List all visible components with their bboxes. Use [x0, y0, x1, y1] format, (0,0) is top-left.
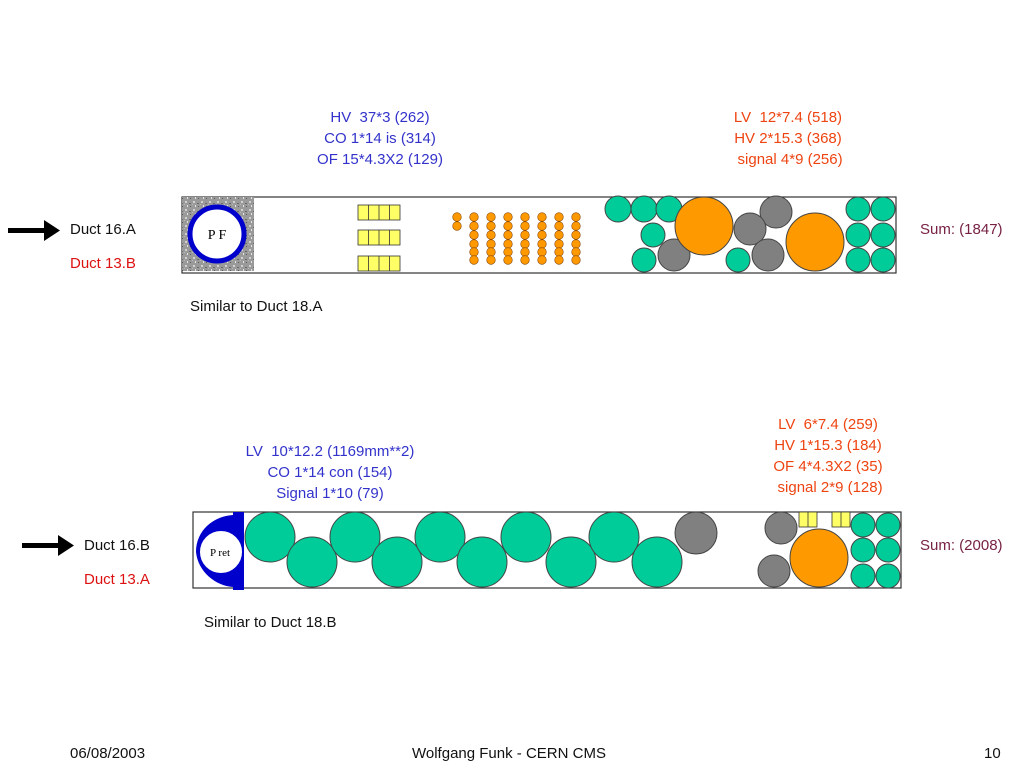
duct-a-large-cables	[604, 195, 896, 273]
duct-b-label-16b: Duct 16.B	[84, 537, 150, 554]
signal-cable	[571, 247, 581, 257]
duct-b-right-cables	[674, 511, 901, 589]
duct-a-hv-blocks	[357, 204, 401, 272]
duct-b-pipe-pret	[198, 529, 244, 575]
duct-b-hv-blocks	[798, 511, 851, 528]
signal-cable	[486, 239, 496, 249]
duct-b-sum: Sum: (2008)	[920, 537, 1003, 554]
signal-cable	[554, 221, 564, 231]
signal-cable	[554, 239, 564, 249]
signal-cable	[469, 230, 479, 240]
signal-cable	[486, 247, 496, 257]
signal-cable	[469, 247, 479, 257]
signal-cable	[520, 247, 530, 257]
signal-cable	[469, 212, 479, 222]
signal-cable	[503, 239, 513, 249]
signal-cable	[571, 239, 581, 249]
signal-cable	[503, 221, 513, 231]
duct-a-signal-cables	[452, 212, 581, 265]
signal-cable	[469, 239, 479, 249]
signal-cable	[503, 212, 513, 222]
duct-a-similar-note: Similar to Duct 18.A	[190, 298, 323, 315]
duct-a-pipe-label: P F	[208, 228, 227, 243]
duct-a-left-group-label: HV 37*3 (262) CO 1*14 is (314) OF 15*4.3…	[300, 107, 460, 170]
signal-cable	[486, 230, 496, 240]
duct-a-right-line-3: signal 4*9 (256)	[733, 151, 843, 168]
signal-cable	[503, 230, 513, 240]
duct-a-label-13b: Duct 13.B	[70, 255, 136, 272]
duct-b-left-line-3: Signal 1*10 (79)	[276, 485, 384, 502]
duct-a-pipe-pf	[187, 204, 247, 264]
duct-b-right-line-3: OF 4*4.3X2 (35)	[773, 458, 883, 475]
signal-cable	[537, 212, 547, 222]
duct-b-right-line-1: LV 6*7.4 (259)	[778, 416, 878, 433]
signal-cable	[486, 255, 496, 265]
duct-b-left-line-1: LV 10*12.2 (1169mm**2)	[245, 443, 415, 460]
signal-cable	[469, 255, 479, 265]
signal-cable	[503, 247, 513, 257]
signal-cable	[571, 230, 581, 240]
signal-cable	[554, 247, 564, 257]
signal-cable	[537, 221, 547, 231]
signal-cable	[537, 239, 547, 249]
signal-cable	[571, 212, 581, 222]
duct-b-label-13a: Duct 13.A	[84, 571, 150, 588]
duct-a-sum: Sum: (1847)	[920, 221, 1003, 238]
signal-cable	[520, 255, 530, 265]
signal-cable	[520, 212, 530, 222]
signal-cable	[554, 255, 564, 265]
duct-b-left-line-2: CO 1*14 con (154)	[267, 464, 393, 481]
duct-b-left-group-label: LV 10*12.2 (1169mm**2) CO 1*14 con (154)…	[220, 441, 440, 504]
duct-a-left-line-3: OF 15*4.3X2 (129)	[317, 151, 443, 168]
duct-a-left-line-1: HV 37*3 (262)	[330, 109, 430, 126]
duct-b-arrow-icon	[22, 535, 74, 556]
signal-cable	[452, 212, 462, 222]
footer-page-number: 10	[984, 745, 1001, 762]
signal-cable	[486, 212, 496, 222]
duct-b-similar-note: Similar to Duct 18.B	[204, 614, 337, 631]
duct-a-right-line-2: HV 2*15.3 (368)	[734, 130, 842, 147]
signal-cable	[452, 221, 462, 231]
duct-a-right-line-1: LV 12*7.4 (518)	[733, 109, 843, 126]
signal-cable	[537, 247, 547, 257]
signal-cable	[469, 221, 479, 231]
duct-b-right-line-2: HV 1*15.3 (184)	[774, 437, 882, 454]
duct-b-right-group-label: LV 6*7.4 (259) HV 1*15.3 (184) OF 4*4.3X…	[748, 414, 908, 498]
signal-cable	[503, 255, 513, 265]
duct-a-left-line-2: CO 1*14 is (314)	[324, 130, 436, 147]
signal-cable	[520, 239, 530, 249]
signal-cable	[554, 230, 564, 240]
duct-b-pipe-label: P ret	[210, 547, 230, 559]
signal-cable	[571, 221, 581, 231]
duct-a-arrow-icon	[8, 220, 60, 241]
footer-date: 06/08/2003	[70, 745, 146, 762]
signal-cable	[520, 221, 530, 231]
signal-cable	[520, 230, 530, 240]
signal-cable	[537, 230, 547, 240]
signal-cable	[571, 255, 581, 265]
signal-cable	[537, 255, 547, 265]
duct-a-label-16a: Duct 16.A	[70, 221, 136, 238]
duct-b-right-line-4: signal 2*9 (128)	[773, 479, 883, 496]
signal-cable	[486, 221, 496, 231]
duct-a-right-group-label: LV 12*7.4 (518) HV 2*15.3 (368) signal 4…	[708, 107, 868, 170]
footer-author: Wolfgang Funk - CERN CMS	[412, 745, 606, 762]
signal-cable	[554, 212, 564, 222]
duct-b-lv-cables	[244, 511, 683, 588]
